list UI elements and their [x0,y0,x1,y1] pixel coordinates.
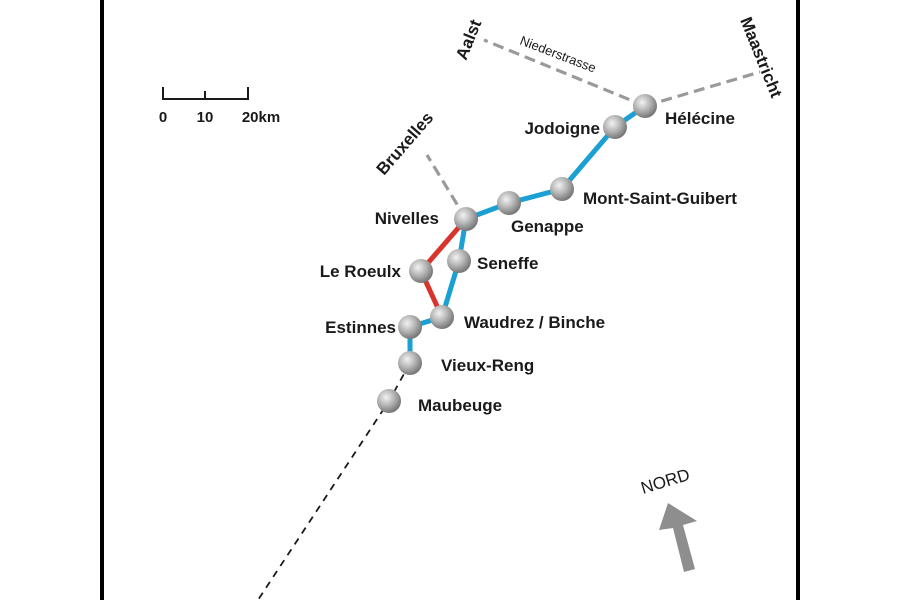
scale-tick-0: 0 [159,109,167,126]
scale-bar: 0 10 20km [159,87,280,126]
town-marker-jodoigne [603,115,627,139]
road-to-bruxelles [425,154,468,220]
town-markers [377,94,657,413]
town-label-jodoigne: Jodoigne [524,119,600,138]
town-marker-helecine [633,94,657,118]
town-label-vieux-reng: Vieux-Reng [441,356,534,375]
north-arrow-icon [659,503,697,572]
town-marker-le-roeulx [409,259,433,283]
road-to-maastricht [644,70,761,108]
town-label-maubeuge: Maubeuge [418,396,502,415]
town-label-le-roeulx: Le Roeulx [320,262,402,281]
scale-tick-10: 10 [197,109,214,126]
town-marker-genappe [497,191,521,215]
town-label-mont-saint-guibert: Mont-Saint-Guibert [583,189,737,208]
town-labels: Hélécine Jodoigne Mont-Saint-Guibert Gen… [320,109,738,415]
town-marker-waudrez-binche [430,305,454,329]
scale-tick-20km: 20km [242,109,280,126]
town-marker-maubeuge [377,389,401,413]
town-label-estinnes: Estinnes [325,318,396,337]
town-marker-estinnes [398,315,422,339]
town-label-seneffe: Seneffe [477,254,538,273]
town-marker-vieux-reng [398,351,422,375]
town-marker-nivelles [454,207,478,231]
town-marker-mont-saint-guibert [550,177,574,201]
town-label-helecine: Hélécine [665,109,735,128]
town-label-nivelles: Nivelles [375,209,439,228]
town-label-waudrez-binche: Waudrez / Binche [464,313,605,332]
town-marker-seneffe [447,249,471,273]
town-label-genappe: Genappe [511,217,584,236]
road-to-aalst [483,38,646,108]
